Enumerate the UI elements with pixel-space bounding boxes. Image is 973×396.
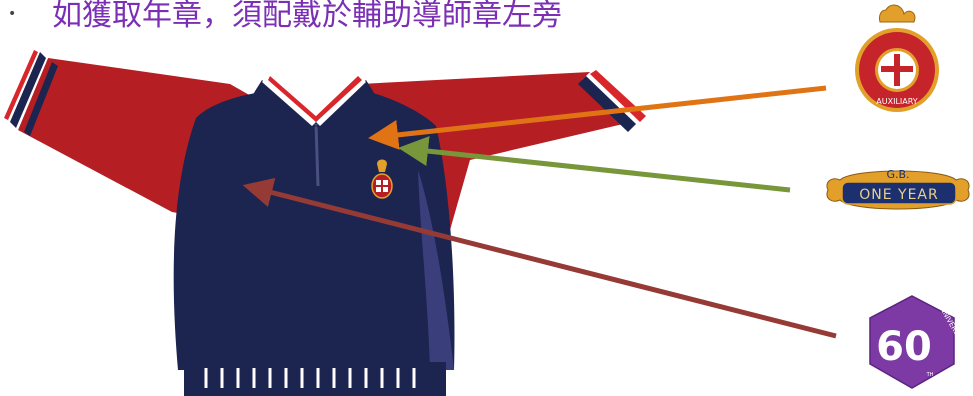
- arrows: [242, 85, 837, 339]
- 60th-anniversary-hexagon-icon: 60 ANNIVERSARY TH: [869, 295, 968, 389]
- caption-bullet: •: [8, 6, 17, 22]
- arrow-brown: [242, 177, 837, 339]
- auxiliary-label: AUXILIARY: [876, 97, 918, 106]
- jacket-collar: [252, 76, 376, 140]
- caption: • 如獲取年章，須配戴於輔助導師章左旁: [0, 0, 820, 40]
- one-year-bar-icon: G.B. ONE YEAR: [826, 168, 970, 210]
- anniversary-number: 60: [876, 324, 932, 370]
- arrow-green: [398, 136, 791, 193]
- auxiliary-crest-icon: AUXILIARY: [855, 4, 939, 112]
- one-year-main-label: ONE YEAR: [859, 187, 939, 203]
- jacket-hem: [184, 362, 446, 396]
- pinned-crest-icon: [371, 159, 393, 199]
- one-year-top-label: G.B.: [886, 168, 909, 181]
- arrow-orange: [368, 85, 827, 150]
- anniversary-suffix: TH: [926, 372, 934, 378]
- jacket-illustration: [4, 50, 646, 396]
- caption-text: 如獲取年章，須配戴於輔助導師章左旁: [52, 0, 562, 33]
